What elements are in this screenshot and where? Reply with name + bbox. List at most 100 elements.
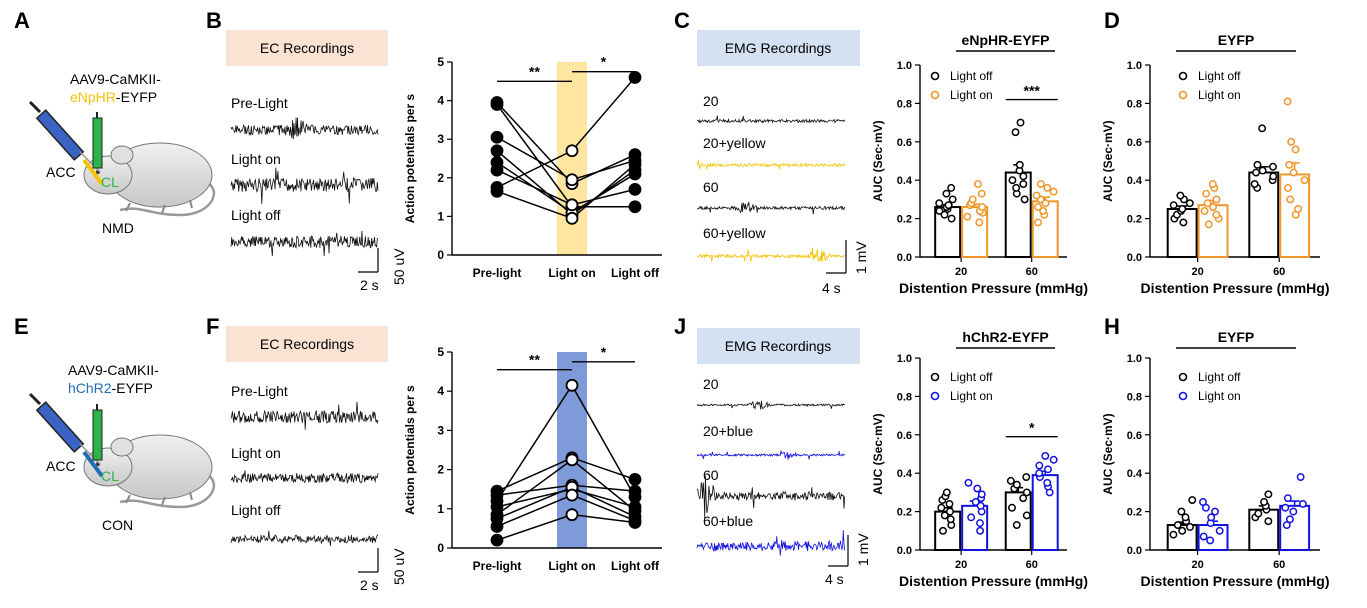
- data-point: [565, 211, 579, 225]
- chart-title: EYFP: [1218, 32, 1255, 48]
- data-point: [565, 378, 579, 392]
- data-point: [490, 144, 504, 158]
- data-point: [971, 498, 980, 506]
- virus-line2: eNpHR-EYFP: [70, 89, 157, 105]
- data-point: [1035, 461, 1044, 470]
- data-point: [1294, 205, 1303, 213]
- cl-label: CL: [101, 468, 119, 484]
- trace-label: 60: [703, 179, 719, 195]
- data-point: [940, 511, 949, 520]
- optic-fiber: [92, 409, 103, 461]
- x-axis-label: Distention Pressure (mmHg): [899, 280, 1088, 296]
- panel-h: H: [1104, 314, 1120, 339]
- mouse-tail: [119, 178, 216, 217]
- virus-line2: hChR2-EYFP: [68, 380, 153, 396]
- y-tick-label: 1.0: [897, 353, 912, 365]
- legend-marker: [930, 391, 940, 401]
- y-tick-label: 2: [437, 171, 444, 185]
- data-point: [1269, 162, 1277, 171]
- y-tick-label: 1.0: [1127, 60, 1142, 72]
- panel-letter: A: [14, 8, 30, 33]
- data-point: [977, 490, 986, 499]
- data-point: [628, 182, 642, 196]
- data-point: [490, 520, 504, 533]
- acc-label: ACC: [46, 458, 76, 474]
- data-point: [1258, 124, 1267, 133]
- data-point: [1022, 488, 1031, 497]
- emg-trace: [697, 115, 846, 124]
- data-point: [935, 199, 944, 208]
- data-point: [1300, 176, 1309, 185]
- mouse-ear: [110, 145, 134, 165]
- data-point: [490, 130, 504, 144]
- y-tick-label: 1.0: [897, 60, 912, 72]
- x-category-label: Pre-light: [473, 266, 522, 280]
- data-point: [490, 533, 504, 547]
- mouse-illustration: [28, 392, 216, 509]
- syringe-body: [35, 401, 85, 453]
- chart-title: hChR2-EYFP: [962, 329, 1048, 345]
- legend-label: Light on: [1198, 88, 1241, 102]
- sig-marker: *: [1029, 420, 1035, 436]
- y-tick-label: 0.2: [1127, 507, 1142, 519]
- emg-trace: [696, 159, 846, 170]
- data-point: [1200, 206, 1209, 215]
- ec-trace: [230, 117, 379, 140]
- ec-trace: [230, 167, 379, 205]
- data-point: [565, 144, 579, 158]
- data-point: [1212, 210, 1221, 219]
- y-tick-label: 0.0: [897, 252, 912, 264]
- mouse-feet: [125, 491, 193, 506]
- data-point: [1252, 168, 1261, 177]
- panel-f: F EC Recordings Pre-Light Light on Light…: [206, 314, 407, 593]
- trace-label: Light off: [231, 207, 281, 223]
- scale-bar: 2 s 50 uV: [358, 248, 407, 293]
- data-point: [1203, 199, 1212, 208]
- data-point: [1250, 180, 1259, 188]
- y-axis-label: AUC (Sec·mV): [1101, 413, 1115, 494]
- y-tick-label: 0.0: [1127, 545, 1142, 557]
- data-point: [1169, 530, 1178, 539]
- data-point: [490, 184, 504, 198]
- data-point: [974, 180, 982, 188]
- ec-trace: [230, 401, 379, 430]
- y-tick-label: 1: [437, 502, 444, 516]
- panel-letter: C: [674, 8, 690, 33]
- x-category-label: Light off: [611, 559, 660, 573]
- emg-trace: [696, 450, 846, 460]
- data-point: [1044, 465, 1052, 474]
- scale-bar: 4 s 1 mV: [822, 240, 869, 296]
- syringe-plunger: [28, 100, 42, 114]
- data-point: [1035, 469, 1044, 478]
- scale-amp: 1 mV: [855, 533, 871, 566]
- cl-label: CL: [101, 174, 119, 190]
- data-point: [1041, 451, 1050, 460]
- data-point: [940, 210, 949, 219]
- trace-label: 20: [703, 93, 719, 109]
- panel-b: B EC Recordings Pre-Light Light on Light…: [206, 8, 407, 293]
- data-point: [1287, 137, 1296, 146]
- y-tick-label: 0.4: [897, 175, 913, 187]
- data-point: [1016, 118, 1025, 127]
- data-point: [967, 513, 976, 522]
- data-point: [968, 195, 977, 204]
- data-point: [1260, 498, 1268, 506]
- x-category-label: Light on: [548, 559, 595, 573]
- y-axis-label: Action potentials per s: [403, 94, 417, 224]
- data-point: [1020, 195, 1029, 204]
- light-on-band: [557, 62, 587, 255]
- data-point: [1049, 187, 1058, 196]
- ec-trace: [230, 530, 379, 546]
- data-point: [964, 478, 973, 487]
- data-point: [1043, 478, 1052, 487]
- data-point: [1179, 218, 1188, 227]
- data-point: [1008, 176, 1017, 185]
- data-point: [977, 189, 986, 198]
- emg-trace: [696, 476, 846, 519]
- ec-title-box: [226, 326, 388, 362]
- ec-title-box: [226, 30, 388, 66]
- data-point: [1296, 473, 1305, 481]
